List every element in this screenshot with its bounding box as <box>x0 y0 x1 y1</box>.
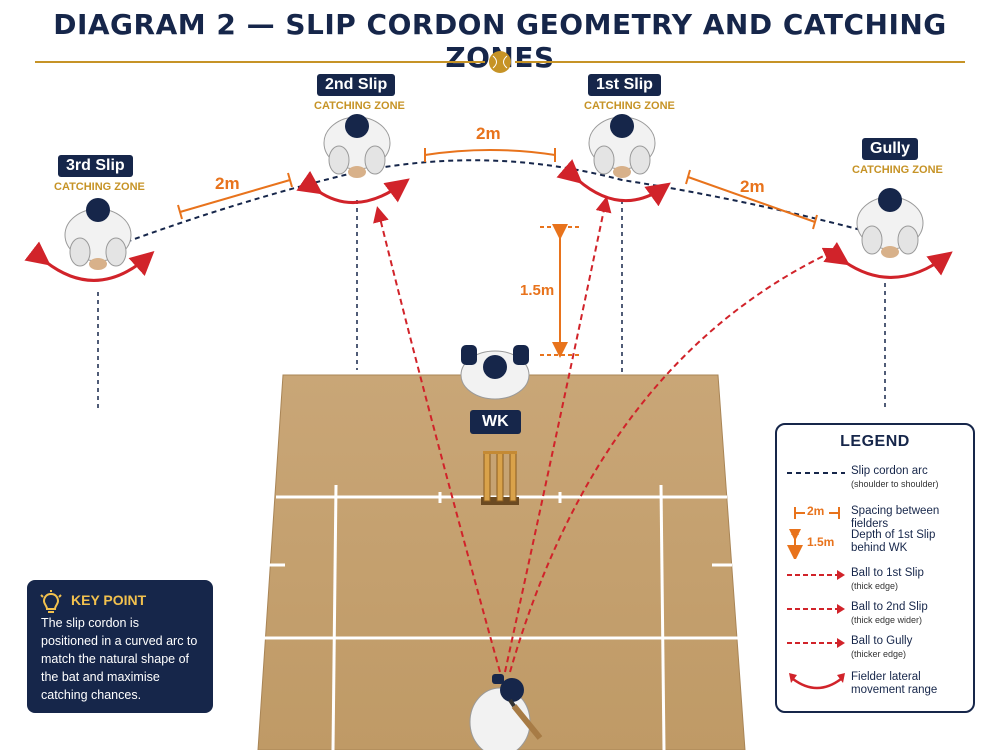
legend-sub-cordon-arc: (shoulder to shoulder) <box>851 479 939 489</box>
label-3rd-slip: 3rd Slip <box>58 155 133 177</box>
zone-label-1st-slip: CATCHING ZONE <box>584 100 675 112</box>
ball-to-1st-slip <box>504 196 612 673</box>
movement-arcs <box>24 159 953 282</box>
label-gully: Gully <box>862 138 919 160</box>
legend-text-ball-gully: Ball to Gully <box>851 635 913 647</box>
key-point-text: The slip cordon is positioned in a curve… <box>41 616 198 702</box>
zone-label-3rd-slip: CATCHING ZONE <box>54 181 145 193</box>
return-crease-right <box>659 484 666 750</box>
fielder-position-lines <box>97 200 886 412</box>
label-wicket-keeper: WK <box>470 410 521 434</box>
legend-text-spacing: Spacing between fielders <box>851 505 940 530</box>
legend-title: LEGEND <box>840 433 910 450</box>
key-point-box: KEY POINT The slip cordon is positioned … <box>27 580 213 713</box>
spacing-label-left: 2m <box>215 174 240 193</box>
legend-text-ball-2nd-slip: Ball to 2nd Slip <box>851 601 928 613</box>
spacing-dimension-right <box>685 169 818 230</box>
fielder-2nd-slip <box>323 114 391 178</box>
label-1st-slip: 1st Slip <box>588 74 661 96</box>
legend-text-movement: Fielder lateral movement range <box>851 671 938 696</box>
depth-dimension <box>540 224 580 358</box>
lightbulb-icon <box>40 590 62 613</box>
spacing-label-middle: 2m <box>476 124 501 143</box>
legend: LEGEND Slip cordon arc (shoulder to shoul… <box>775 423 975 713</box>
legend-symbol-depth-label: 1.5m <box>807 535 835 549</box>
spacing-label-right: 2m <box>740 177 765 196</box>
legend-sub-ball-1st-slip: (thick edge) <box>851 581 899 591</box>
title-underline <box>35 51 965 73</box>
spacing-dimension-left <box>177 172 293 220</box>
fielder-1st-slip <box>588 114 656 178</box>
cricket-ball-icon <box>489 51 511 73</box>
wicket-keeper <box>460 345 530 400</box>
legend-text-depth: Depth of 1st Slip behind WK <box>851 529 936 554</box>
legend-sub-ball-gully: (thicker edge) <box>851 649 907 659</box>
legend-text-ball-1st-slip: Ball to 1st Slip <box>851 567 924 579</box>
slip-cordon-arc <box>117 159 881 246</box>
diagram-title: DIAGRAM 2 — SLIP CORDON GEOMETRY AND CAT… <box>53 8 947 74</box>
legend-sub-ball-2nd-slip: (thick edge wider) <box>851 615 923 625</box>
fielder-gully <box>856 188 924 258</box>
ball-to-2nd-slip <box>373 206 501 673</box>
legend-text-cordon-arc: Slip cordon arc <box>851 465 928 477</box>
ball-to-gully <box>509 247 840 673</box>
legend-symbol-spacing-label: 2m <box>807 504 825 518</box>
key-point-title: KEY POINT <box>71 592 147 608</box>
zone-label-gully: CATCHING ZONE <box>852 164 943 176</box>
spacing-dimension-middle <box>424 148 556 162</box>
ball-paths <box>373 196 840 673</box>
fielder-3rd-slip <box>64 198 132 270</box>
return-crease-left <box>331 484 338 750</box>
pitch <box>257 374 746 750</box>
label-2nd-slip: 2nd Slip <box>317 74 396 96</box>
zone-label-2nd-slip: CATCHING ZONE <box>314 100 405 112</box>
depth-label: 1.5m <box>520 282 555 299</box>
stumps <box>481 451 519 505</box>
batter <box>469 674 543 750</box>
